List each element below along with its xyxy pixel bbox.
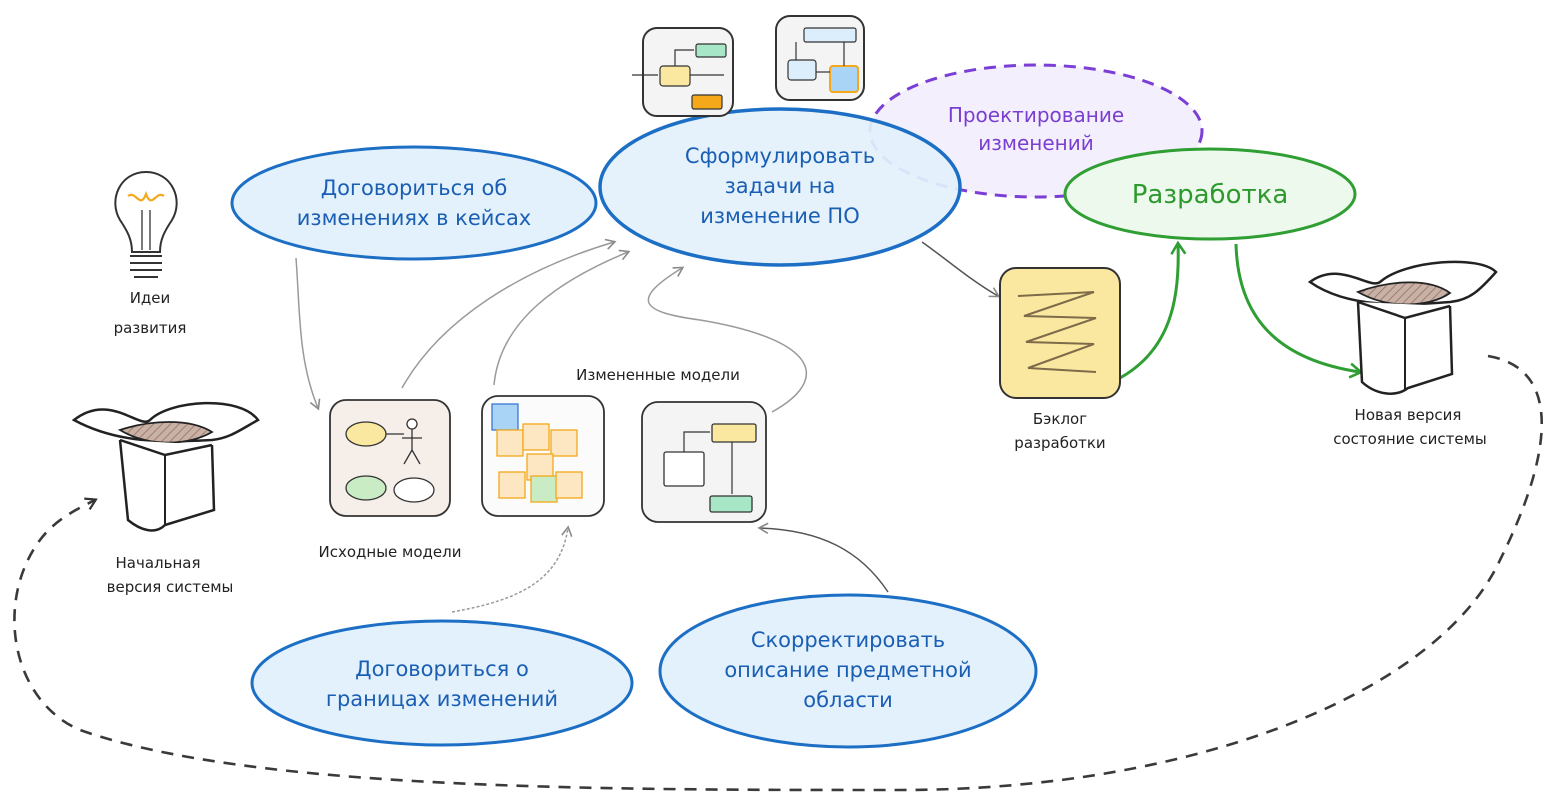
node-correct: Скорректировать описание предметной обла…	[658, 593, 1038, 749]
node-design-line2: изменений	[978, 131, 1093, 155]
node-formulate: Сформулировать задачи на изменение ПО	[598, 107, 962, 267]
node-develop: Разработка	[1063, 147, 1357, 241]
node-agree-cases-line1: Договориться об	[321, 176, 508, 200]
node-correct-line1: Скорректировать	[751, 628, 945, 652]
node-design-line1: Проектирование	[948, 103, 1124, 127]
new-version-label-line2: состояние системы	[1333, 430, 1487, 448]
backlog-icon	[999, 267, 1121, 399]
ideas-label-line2: развития	[114, 319, 187, 337]
arrow-bounds-to-model	[451, 525, 573, 613]
node-agree-cases-line2: изменениях в кейсах	[297, 206, 532, 230]
sticky-notes-model-thumbnail	[481, 395, 605, 517]
node-formulate-line3: изменение ПО	[700, 204, 860, 228]
arrow-changed-to-formulate-2	[647, 266, 808, 413]
node-formulate-line1: Сформулировать	[685, 144, 875, 168]
structure-diagram-thumbnail	[775, 15, 865, 101]
changed-models-label: Измененные модели	[576, 366, 740, 384]
node-develop-label: Разработка	[1132, 180, 1289, 210]
node-formulate-line2: задачи на	[725, 174, 836, 198]
new-version-label-line1: Новая версия	[1355, 406, 1462, 424]
initial-version-box-icon	[71, 401, 260, 532]
source-models-label: Исходные модели	[319, 543, 462, 561]
backlog-label-line2: разработки	[1014, 434, 1105, 452]
arrow-changed-to-formulate-1	[493, 249, 631, 386]
node-agree-bounds-line2: границах изменений	[326, 687, 558, 711]
use-case-model-thumbnail	[329, 399, 451, 517]
initial-version-label-line1: Начальная	[116, 554, 201, 572]
node-agree-bounds-line1: Договориться о	[355, 657, 529, 681]
node-correct-line3: области	[803, 688, 893, 712]
flow-diagram-thumbnail	[632, 27, 734, 117]
lightbulb-icon	[114, 170, 178, 278]
new-version-box-icon	[1307, 260, 1498, 395]
flow-model-thumbnail	[641, 401, 767, 523]
initial-version-label-line2: версия системы	[107, 578, 234, 596]
arrow-backlog-to-develop	[1119, 244, 1178, 380]
feedback-loop-arrow	[13, 354, 1544, 792]
node-agree-cases: Договориться об изменениях в кейсах	[230, 145, 598, 261]
arrow-formulate-to-backlog	[921, 241, 1001, 298]
ideas-label-line1: Идеи	[130, 289, 171, 307]
node-agree-bounds: Договориться о границах изменений	[250, 619, 634, 747]
node-correct-line2: описание предметной	[724, 658, 971, 682]
arrow-correct-to-changed	[757, 522, 889, 593]
arrow-cases-to-source	[295, 257, 321, 411]
backlog-label-line1: Бэклог	[1033, 410, 1087, 428]
arrow-source-to-formulate	[401, 238, 617, 389]
arrow-develop-to-newversion	[1234, 243, 1360, 372]
